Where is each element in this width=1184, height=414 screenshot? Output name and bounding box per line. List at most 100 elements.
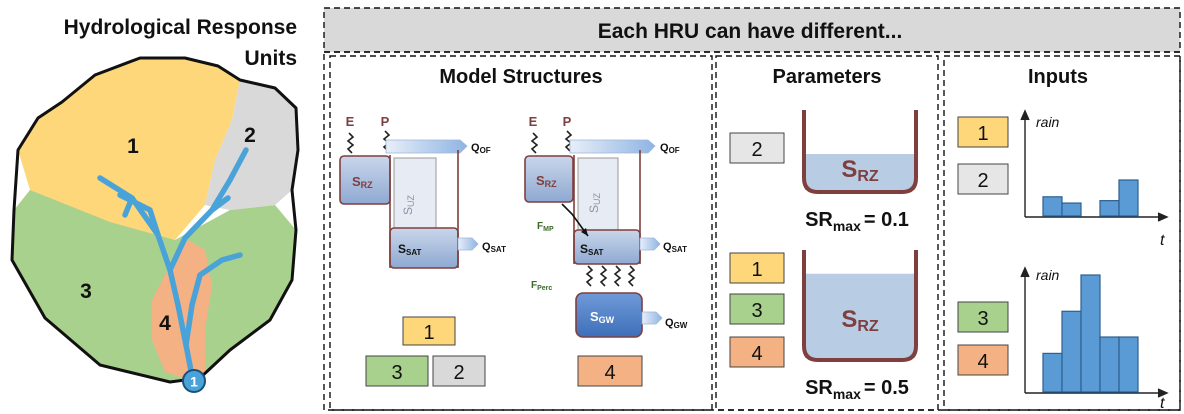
catchment-title-line1: Hydrological Response bbox=[64, 16, 297, 39]
model-a-evap-squiggle bbox=[347, 132, 354, 154]
param-top-hru-chip-2 bbox=[729, 132, 785, 164]
model-b-fmp-label: FMP bbox=[537, 221, 554, 233]
hru-map-label-3: 3 bbox=[80, 280, 92, 303]
input-top-hru-chip-1 bbox=[957, 116, 1009, 148]
input-bottom-bar-5 bbox=[1118, 336, 1139, 393]
model-b-qgw-arrow bbox=[641, 311, 663, 325]
input-top-axes bbox=[1020, 109, 1169, 222]
param-bottom-srz-label: SRZ bbox=[841, 306, 879, 335]
model-b-qgw-label: QGW bbox=[665, 317, 688, 330]
input-top-hru-chip-2 bbox=[957, 163, 1009, 195]
input-bottom-hru-chip-4-text: 4 bbox=[977, 351, 988, 373]
input-top-bar-5 bbox=[1118, 179, 1139, 217]
model-b: E P QOF SUZ SRZ SSAT FMP QSAT FPerc SGW … bbox=[524, 114, 688, 338]
param-bottom-hru-chip-1-text: 1 bbox=[751, 259, 762, 281]
outlet-label: 1 bbox=[190, 374, 198, 390]
model-b-perc-squiggle-2 bbox=[600, 265, 607, 287]
catchment-title-line2: Units bbox=[245, 47, 298, 70]
input-bottom-hru-chip-3-text: 3 bbox=[977, 308, 988, 330]
model-b-qof-label: QOF bbox=[660, 142, 680, 155]
hru-map-label-1: 1 bbox=[127, 135, 139, 158]
input-bottom-hru-chip-4 bbox=[957, 344, 1009, 376]
input-bottom-bar-3 bbox=[1080, 274, 1101, 393]
input-bottom-ylabel: rain bbox=[1036, 267, 1060, 283]
model-b-fmp-arrowhead bbox=[581, 228, 588, 236]
model-b-e-label: E bbox=[529, 114, 538, 129]
river-network bbox=[97, 147, 249, 379]
input-bottom-hyetograph bbox=[1042, 274, 1139, 393]
model-a-hru-chip-3 bbox=[365, 355, 429, 387]
model-b-suz-store bbox=[577, 157, 619, 231]
model-b-fmp-arrow bbox=[561, 203, 589, 237]
hru-region-3 bbox=[12, 190, 296, 382]
input-top-hyetograph bbox=[1042, 179, 1139, 217]
model-a-hru-chip-3-text: 3 bbox=[391, 362, 402, 384]
model-a-hru-chip-1-text: 1 bbox=[423, 322, 434, 344]
input-bottom-bar-1 bbox=[1042, 352, 1063, 393]
model-b-perc-squiggle-3 bbox=[614, 265, 621, 287]
model-b-suz-label: SUZ bbox=[587, 192, 602, 213]
hru-region-4 bbox=[152, 240, 212, 380]
input-top-bar-4 bbox=[1099, 200, 1120, 217]
input-bottom-bar-4 bbox=[1099, 336, 1120, 393]
model-b-qsat-arrow bbox=[639, 237, 661, 251]
model-b-hru-chip-4-text: 4 bbox=[604, 362, 615, 384]
param-bottom-hru-chip-3 bbox=[729, 293, 785, 325]
param-bottom-bucket-fill bbox=[805, 273, 914, 358]
param-top-srz-label: SRZ bbox=[841, 156, 879, 185]
model-a-qof-label: QOF bbox=[471, 142, 491, 155]
model-b-fperc-label: FPerc bbox=[531, 280, 552, 292]
model-a-ssat-label: SSAT bbox=[398, 242, 422, 257]
model-b-hru-chip-4 bbox=[577, 355, 643, 387]
outlet-marker bbox=[182, 369, 206, 393]
param-bottom-value: SRmax= 0.5 bbox=[805, 377, 909, 402]
param-top-value: SRmax= 0.1 bbox=[805, 209, 909, 234]
panel-structures bbox=[329, 55, 713, 411]
model-a-suz-label: SUZ bbox=[401, 194, 416, 215]
input-top-hru-chip-2-text: 2 bbox=[977, 170, 988, 192]
model-b-srz-store bbox=[524, 155, 574, 203]
input-bottom-axes bbox=[1020, 266, 1169, 398]
model-b-p-label: P bbox=[563, 114, 572, 129]
param-bottom-hru-chip-1 bbox=[729, 252, 785, 284]
input-bottom-hru-chip-3 bbox=[957, 301, 1009, 333]
model-b-qof-arrow bbox=[569, 139, 656, 154]
model-a-qof-arrow bbox=[385, 139, 468, 154]
input-top-hru-chip-1-text: 1 bbox=[977, 123, 988, 145]
hru-region-1 bbox=[18, 58, 240, 240]
model-b-sgw-label: SGW bbox=[590, 309, 615, 325]
input-top-ylabel: rain bbox=[1036, 114, 1060, 130]
input-top-xlabel: t bbox=[1160, 232, 1165, 249]
input-top-bar-2 bbox=[1061, 202, 1082, 217]
model-a-srz-label: SRZ bbox=[352, 174, 373, 190]
model-b-ssat-label: SSAT bbox=[580, 242, 604, 257]
model-b-qsat-label: QSAT bbox=[663, 241, 687, 254]
model-b-perc-squiggle-1 bbox=[586, 265, 593, 287]
model-a-e-label: E bbox=[346, 114, 355, 129]
param-top-hru-chip-2-text: 2 bbox=[751, 139, 762, 161]
param-bottom-hru-chip-4-text: 4 bbox=[751, 343, 762, 365]
model-b-perc-squiggle-4 bbox=[628, 265, 635, 287]
input-bottom-xlabel: t bbox=[1160, 395, 1165, 412]
parameters-title: Parameters bbox=[773, 66, 882, 88]
structures-title: Model Structures bbox=[439, 66, 602, 88]
inputs-title: Inputs bbox=[1028, 66, 1088, 88]
model-a-qsat-arrow bbox=[457, 237, 479, 251]
input-top-bar-1 bbox=[1042, 196, 1063, 217]
model-a-hru-chip-2 bbox=[432, 355, 486, 387]
hru-map-label-2: 2 bbox=[244, 124, 256, 147]
catchment-outline bbox=[10, 56, 300, 384]
param-bottom-hru-chip-4 bbox=[729, 336, 785, 368]
model-b-srz-label: SRZ bbox=[536, 173, 557, 189]
model-a-hru-chip-2-text: 2 bbox=[453, 362, 464, 384]
model-a-hru-chip-1 bbox=[402, 316, 456, 346]
catchment-map: 1 1 2 3 4 bbox=[10, 56, 300, 393]
model-a: E P QOF SUZ SRZ SSAT QSAT bbox=[339, 114, 506, 269]
param-top-bucket-fill bbox=[805, 154, 914, 190]
banner-text: Each HRU can have different... bbox=[598, 20, 903, 43]
model-a-suz-store bbox=[393, 157, 437, 231]
model-a-p-label: P bbox=[381, 114, 390, 129]
model-a-qsat-label: QSAT bbox=[482, 241, 506, 254]
param-top-bucket: SRZ bbox=[802, 110, 918, 194]
